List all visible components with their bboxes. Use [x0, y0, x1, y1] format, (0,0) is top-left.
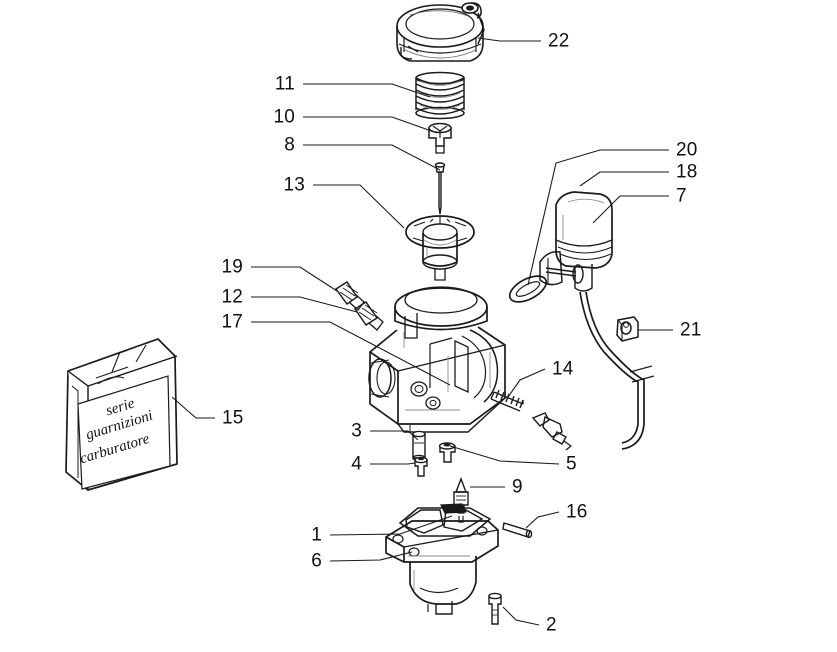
part-22-top-cap [396, 2, 485, 62]
leader-line-20 [527, 149, 669, 286]
part-6-bowl-shading [408, 555, 470, 590]
part-15-gasket-bag [65, 338, 178, 491]
leader-line-7 [592, 195, 669, 224]
callout-label-6: 6 [311, 550, 322, 572]
leader-line-18 [579, 171, 669, 187]
callout-label-17: 17 [221, 311, 243, 333]
callout-label-8: 8 [284, 134, 295, 156]
leader-line-14 [507, 368, 546, 398]
callout-label-7: 7 [676, 185, 687, 207]
part-3-main-jet-tube [412, 430, 426, 462]
leader-line-12 [251, 296, 358, 313]
callout-label-10: 10 [273, 106, 295, 128]
callout-label-16: 16 [566, 501, 588, 523]
part-17-body-shading [403, 332, 491, 411]
part-12-adjuster-screw [354, 301, 384, 331]
part-21-cable-clip [616, 316, 639, 342]
callout-label-1: 1 [311, 524, 322, 546]
callout-label-3: 3 [351, 420, 362, 442]
leader-line-5 [449, 445, 560, 465]
callout-label-21: 21 [680, 319, 702, 341]
leader-line-4 [370, 462, 416, 465]
part-20-o-ring [508, 275, 548, 303]
callout-label-20: 20 [676, 139, 698, 161]
leader-line-10 [303, 116, 438, 134]
part-13-vacuum-piston [405, 215, 475, 281]
leader-line-3 [370, 430, 419, 441]
part-9-float-needle-valve [453, 477, 469, 523]
leader-line-6 [329, 551, 413, 562]
solenoid-cable [579, 291, 655, 450]
part-6-float-bowl [385, 520, 499, 615]
leader-line-2 [502, 606, 540, 626]
leader-line-17 [251, 321, 451, 386]
callout-label-13: 13 [283, 174, 305, 196]
part-14-mixture-screw [531, 412, 572, 451]
callout-label-9: 9 [512, 476, 523, 498]
part-22-cap-shading [404, 10, 477, 59]
part-10-needle-holder [428, 122, 452, 154]
part-5-main-jet [438, 442, 456, 463]
callout-label-5: 5 [566, 453, 577, 475]
part-18-solenoid-body [539, 191, 613, 292]
part-2-bowl-screw [488, 592, 502, 625]
leader-line-8 [303, 144, 441, 171]
callout-label-14: 14 [552, 358, 574, 380]
callout-label-2: 2 [546, 614, 557, 636]
callout-leader-lines [171, 37, 673, 626]
leader-line-13 [313, 184, 405, 229]
part-1-float [398, 503, 492, 537]
leader-line-19 [251, 266, 338, 292]
part-8-jet-needle [434, 162, 446, 215]
callout-label-4: 4 [351, 453, 362, 475]
callout-label-12: 12 [221, 286, 243, 308]
leader-line-22 [477, 37, 541, 42]
leader-line-11 [303, 83, 431, 98]
leader-line-15 [171, 396, 215, 419]
part-4-pilot-jet [414, 456, 428, 477]
part-14-idle-spring [490, 389, 524, 412]
callout-label-15: 15 [222, 407, 244, 429]
part-11-main-spring [415, 71, 465, 120]
callout-label-22: 22 [548, 30, 570, 52]
callout-label-18: 18 [676, 161, 698, 183]
callout-label-11: 11 [274, 73, 295, 95]
part-13-shading [423, 239, 457, 258]
part-7-solenoid-shading [562, 198, 605, 240]
leader-line-1 [329, 515, 453, 536]
part-16-float-pivot-pin [502, 522, 533, 539]
part-17-carburetor-body [368, 286, 506, 433]
callout-label-19: 19 [221, 256, 243, 278]
leader-line-16 [525, 511, 560, 529]
